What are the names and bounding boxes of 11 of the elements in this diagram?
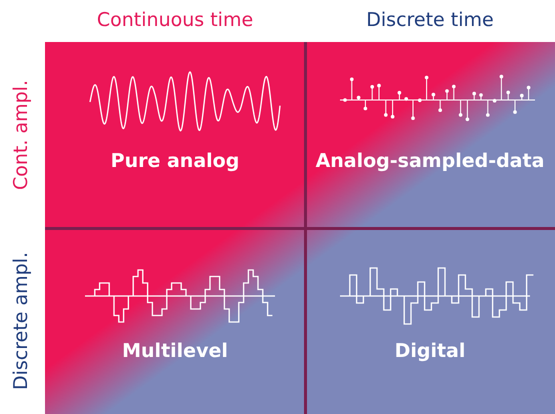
quadrant-label: Multilevel [122, 340, 228, 362]
row-heading: Cont. ampl. [10, 80, 32, 190]
column-heading: Continuous time [96, 9, 254, 31]
quadrant-panel [305, 42, 555, 228]
quadrant-panel [305, 228, 555, 414]
quadrant-panel [45, 42, 305, 228]
quadrant-label: Digital [394, 340, 466, 362]
quadrant-panel [45, 228, 305, 414]
row-heading: Discrete ampl. [10, 252, 32, 390]
quadrant-label: Pure analog [110, 150, 240, 172]
column-heading: Discrete time [366, 9, 494, 31]
